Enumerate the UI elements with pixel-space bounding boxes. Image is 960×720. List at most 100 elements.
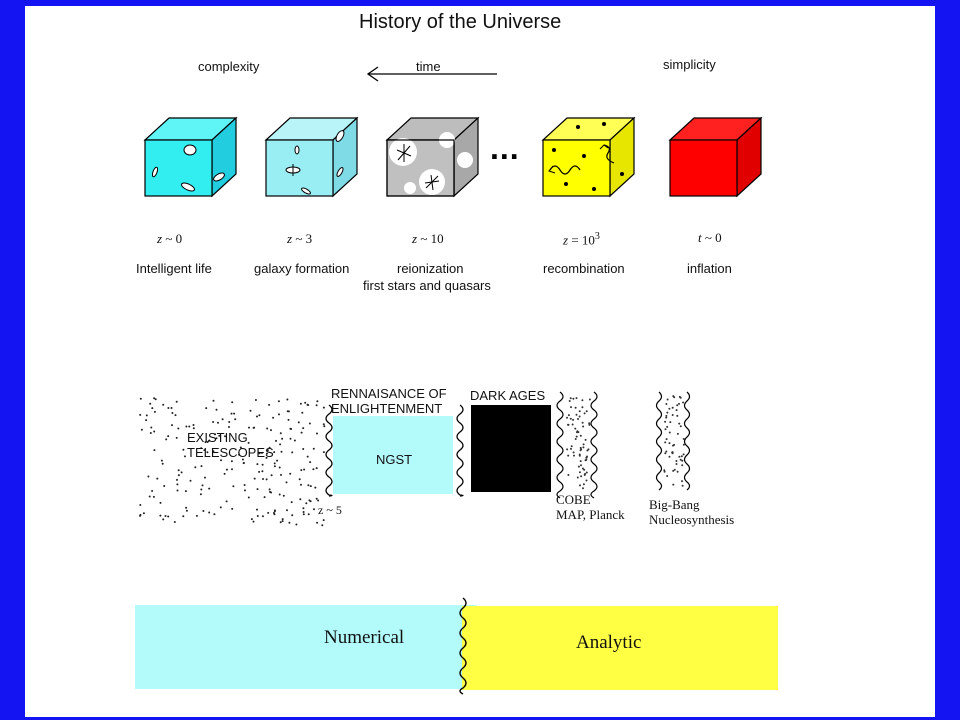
stipple-dot xyxy=(322,519,325,522)
stipple-dot xyxy=(253,426,256,429)
stipple-dot xyxy=(682,437,685,440)
stipple-dot xyxy=(322,406,325,409)
stipple-dot xyxy=(668,442,671,445)
stipple-dot xyxy=(280,450,283,453)
stipple-dot xyxy=(267,511,270,514)
stipple-dot xyxy=(192,427,195,430)
stipple-dot xyxy=(681,484,684,487)
z-label-galaxy-formation: z ~ 3 xyxy=(287,231,313,246)
stipple-dot xyxy=(263,496,266,499)
stipple-dot xyxy=(676,470,679,473)
stipple-dot xyxy=(203,449,206,452)
methods-bar xyxy=(135,597,778,695)
stipple-dot xyxy=(285,481,288,484)
stipple-dot xyxy=(268,403,271,406)
stipple-dot xyxy=(317,499,320,502)
stipple-dot xyxy=(577,418,579,420)
stipple-dot xyxy=(174,414,177,417)
stipple-dot xyxy=(682,443,685,446)
stipple-dot xyxy=(572,397,575,400)
stipple-dot xyxy=(223,472,226,475)
stipple-dot xyxy=(239,446,242,449)
stipple-dot xyxy=(140,428,143,431)
stipple-dot xyxy=(175,436,178,439)
stipple-dot xyxy=(243,484,246,486)
stipple-dot xyxy=(273,462,276,465)
stipple-dot xyxy=(585,471,588,474)
stipple-dot xyxy=(588,422,591,425)
stipple-dot xyxy=(199,493,202,496)
stipple-dot xyxy=(261,463,264,466)
stipple-dot xyxy=(188,425,191,428)
stipple-dot xyxy=(248,426,250,429)
stipple-dot xyxy=(279,443,282,446)
stipple-dot xyxy=(578,410,581,413)
stipple-dot xyxy=(275,439,277,442)
stipple-dot xyxy=(282,494,285,497)
stipple-dot xyxy=(576,476,579,479)
stipple-dot xyxy=(676,404,679,407)
stipple-dot xyxy=(675,409,678,412)
stipple-dot xyxy=(213,513,216,516)
stipple-dot xyxy=(200,447,203,450)
stipple-dot xyxy=(672,395,675,398)
stipple-dot xyxy=(268,488,271,491)
stipple-dot xyxy=(572,451,575,454)
stipple-dot xyxy=(585,458,588,461)
stipple-dot xyxy=(164,515,167,517)
stipple-dot xyxy=(225,468,228,471)
numerical-label: Numerical xyxy=(324,627,405,648)
stipple-dot xyxy=(313,508,315,511)
stipple-dot xyxy=(176,478,178,481)
stipple-dot xyxy=(676,432,679,435)
stipple-dot xyxy=(201,484,204,487)
stipple-dot xyxy=(576,430,579,433)
stipple-dot xyxy=(316,400,319,403)
stipple-dot xyxy=(581,421,584,424)
analytic-label: Analytic xyxy=(576,632,642,653)
stipple-dot xyxy=(257,451,260,454)
stipple-dot xyxy=(663,469,666,472)
stipple-dot xyxy=(577,465,580,468)
stipple-dot xyxy=(585,456,588,459)
stipple-dot xyxy=(582,487,584,490)
stipple-dot xyxy=(573,454,575,457)
stipple-dot xyxy=(266,427,269,430)
stipple-dot xyxy=(666,398,669,401)
stipple-dot xyxy=(581,399,584,402)
stipple-dot xyxy=(300,431,303,434)
cube-intelligent-life xyxy=(143,116,238,198)
stipple-dot xyxy=(582,446,585,449)
stipple-dot xyxy=(281,520,284,523)
stipple-dot xyxy=(289,427,292,430)
stipple-dot xyxy=(184,455,186,458)
stage-recombination: recombination xyxy=(543,261,625,276)
stipple-dot xyxy=(219,506,222,509)
stipple-dot xyxy=(669,421,672,424)
stipple-dot xyxy=(676,414,679,417)
stipple-dot xyxy=(571,423,574,426)
stipple-dot xyxy=(182,448,185,451)
stipple-dot xyxy=(159,501,162,504)
stipple-dot xyxy=(299,498,302,501)
stipple-dot xyxy=(273,465,276,468)
stipple-dot xyxy=(139,513,142,516)
stipple-dot xyxy=(664,420,667,423)
stipple-dot xyxy=(273,513,276,516)
stipple-dot xyxy=(176,489,179,492)
stipple-dot xyxy=(173,521,176,523)
z-label-intelligent-life: z ~ 0 xyxy=(157,231,183,246)
stipple-dot xyxy=(680,455,683,458)
stipple-dot xyxy=(167,515,170,518)
stage-galaxy-formation: galaxy formation xyxy=(254,261,350,276)
stipple-dot xyxy=(566,448,569,451)
z5-label: z ~ 5 xyxy=(318,503,342,517)
stipple-dot xyxy=(153,410,156,413)
stipple-dot xyxy=(161,462,164,465)
simplicity-label: simplicity xyxy=(663,57,716,72)
analytic-region xyxy=(462,606,778,690)
stipple-dot xyxy=(665,438,668,441)
stage-inflation: inflation xyxy=(687,261,732,276)
